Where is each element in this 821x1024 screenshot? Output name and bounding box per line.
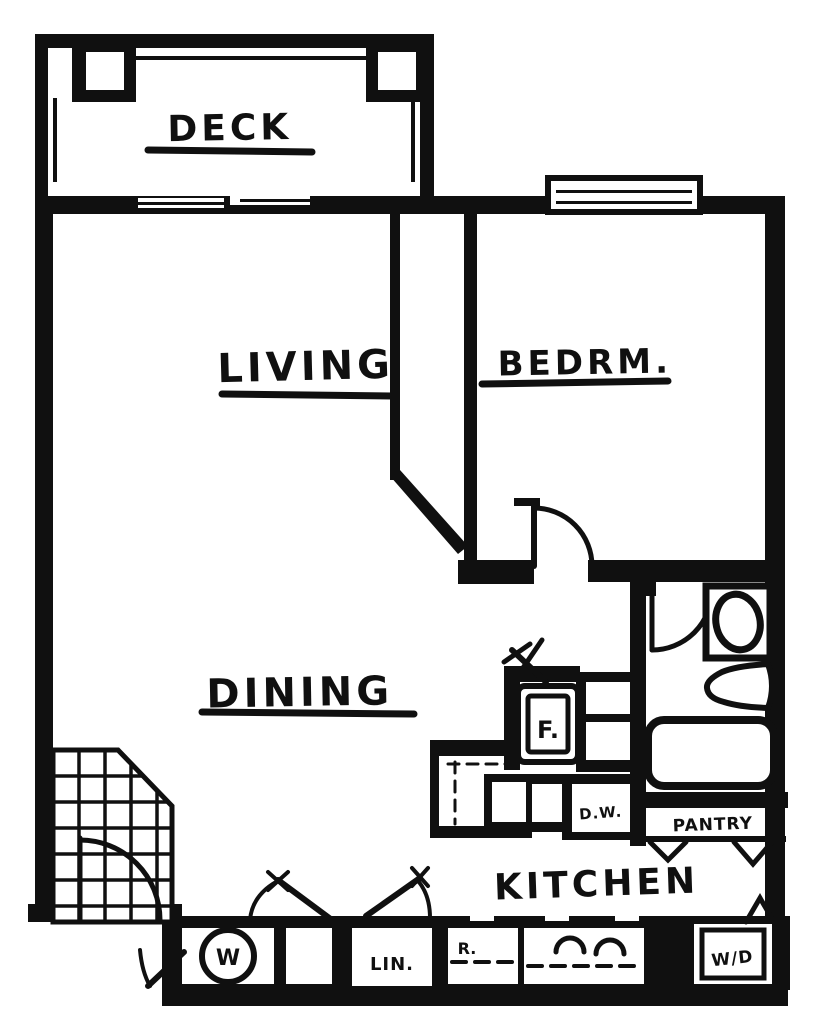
kitchen-sink xyxy=(484,774,570,832)
bathroom xyxy=(630,582,788,846)
door-swing-arc xyxy=(77,837,163,923)
door-mark xyxy=(743,893,777,925)
door-swing-arc xyxy=(138,948,152,988)
door-swing-arc xyxy=(531,505,595,569)
door-leaf xyxy=(145,949,187,989)
linen-closet: LIN. xyxy=(352,928,432,986)
pantry: PANTRY xyxy=(646,814,786,868)
bathtub xyxy=(644,716,778,790)
deck-slider-opening xyxy=(230,196,312,205)
bifold-door-mark xyxy=(647,839,689,864)
room-label-pantry: PANTRY xyxy=(672,814,753,837)
door-tip-mark xyxy=(410,866,430,888)
label-underline xyxy=(478,377,672,388)
deck-post xyxy=(366,40,430,102)
fixture-label-range: R. xyxy=(458,939,477,958)
closet-door xyxy=(138,948,187,989)
room-label-bedroom: BEDRM. xyxy=(497,341,672,384)
entry-double-doors xyxy=(248,866,432,923)
door-swing-arc xyxy=(417,880,432,920)
deck-area: DECK xyxy=(35,34,434,196)
door-swing-arc xyxy=(248,880,278,922)
deck-rail-left xyxy=(35,34,48,196)
bedroom-window xyxy=(545,175,703,215)
x-mark xyxy=(501,637,549,687)
kitchen-sink-counter xyxy=(524,928,644,984)
living-bedroom-partition xyxy=(390,214,540,584)
fixture-label-dishwasher: D.W. xyxy=(578,803,622,824)
sink-bowl xyxy=(553,935,587,955)
dishwasher: D.W. xyxy=(562,774,646,840)
range: R. xyxy=(448,928,518,984)
label-underline xyxy=(144,146,316,156)
kitchen-counter: D.W. xyxy=(430,740,646,840)
washer-dryer: W/D xyxy=(694,893,777,984)
label-underline xyxy=(198,708,418,718)
fixture-label-washer-dryer: W/D xyxy=(711,947,755,971)
tile-grid xyxy=(53,750,172,922)
bifold-door-mark xyxy=(731,839,775,868)
fixture-label-refrigerator: F. xyxy=(537,716,559,744)
deck-post xyxy=(72,40,136,102)
entry-closet xyxy=(286,928,332,984)
sink-bowl xyxy=(593,937,627,957)
bathroom-sink xyxy=(712,590,764,654)
tiled-entry xyxy=(50,747,175,925)
water-heater-closet: W xyxy=(182,927,274,985)
room-label-deck: DECK xyxy=(167,107,292,150)
fixture-label-linen: LIN. xyxy=(370,954,414,975)
refrigerator-nook: F. xyxy=(501,637,581,770)
bedroom-door xyxy=(531,503,595,569)
room-labels: LIVING BEDRM. DINING KITCHEN xyxy=(198,341,700,909)
label-underline xyxy=(218,390,396,400)
hall-wall xyxy=(588,560,768,582)
deck-rail-top xyxy=(46,34,422,48)
bottom-band: W LIN. R. W/D xyxy=(168,893,790,990)
room-label-living: LIVING xyxy=(217,342,395,393)
room-label-kitchen: KITCHEN xyxy=(493,860,699,908)
hall-closet xyxy=(576,672,638,772)
toilet xyxy=(703,660,775,712)
living-window xyxy=(138,198,224,208)
fixture-label-water-heater: W xyxy=(216,946,240,971)
